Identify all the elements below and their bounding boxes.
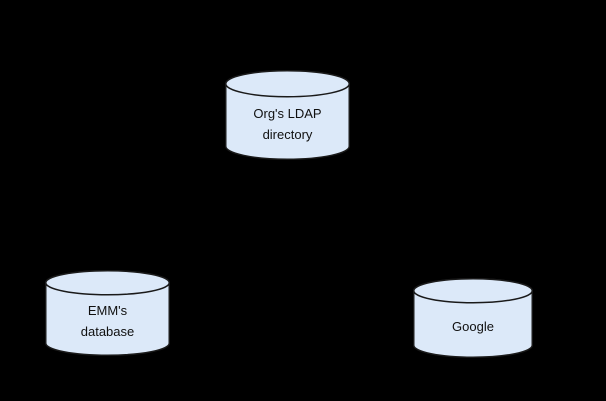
node-google[interactable]: Google xyxy=(413,278,533,358)
cylinder-top-cap xyxy=(45,270,170,296)
cylinder-shape-ldap xyxy=(225,70,350,160)
cylinder-shape-google xyxy=(413,278,533,358)
cylinder-top-cap xyxy=(225,70,350,98)
node-orgs-ldap-directory[interactable]: Org's LDAP directory xyxy=(225,70,350,160)
node-emms-database[interactable]: EMM's database xyxy=(45,270,170,356)
cylinder-shape-emm xyxy=(45,270,170,356)
cylinder-top-cap xyxy=(413,278,533,304)
